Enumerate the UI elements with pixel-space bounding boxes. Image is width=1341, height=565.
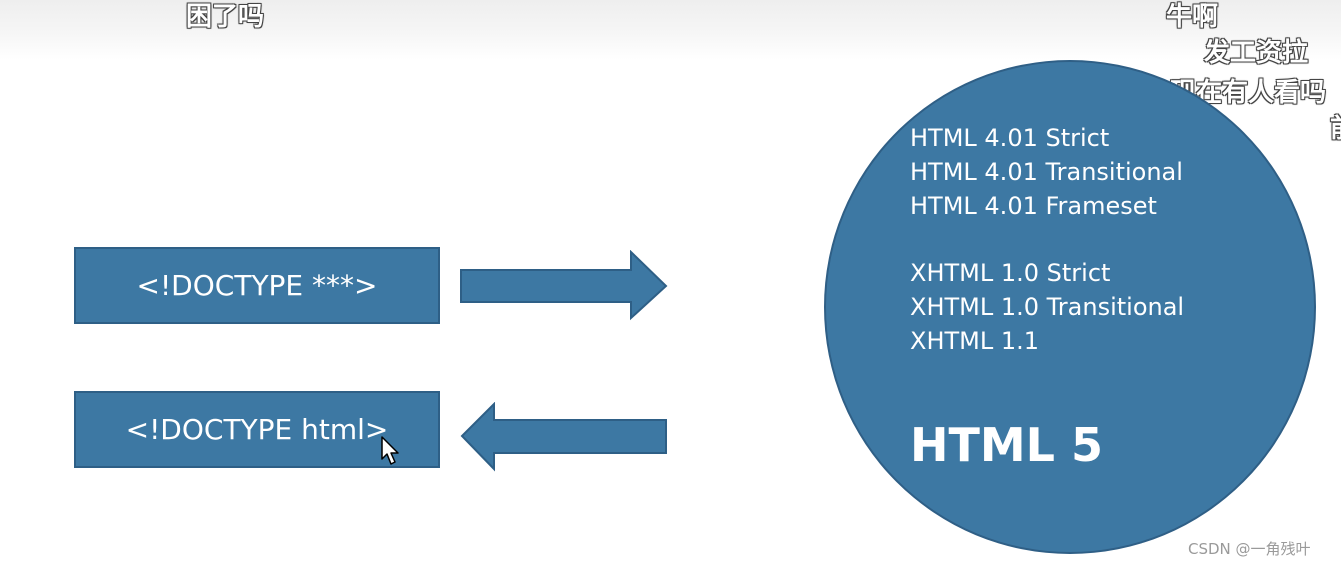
danmaku-comment: 困了吗 (186, 2, 265, 32)
versions-circle (824, 60, 1316, 554)
version-item: XHTML 1.0 Strict (910, 259, 1111, 287)
arrow-left-icon (460, 402, 667, 472)
version-item: HTML 4.01 Frameset (910, 192, 1157, 220)
watermark: CSDN @一角残叶 (1188, 540, 1311, 558)
doctype-html5-box: <!DOCTYPE html> (74, 391, 440, 468)
danmaku-comment: 前 (1330, 116, 1341, 142)
version-item: XHTML 1.0 Transitional (910, 293, 1185, 321)
version-item: XHTML 1.1 (910, 327, 1040, 355)
top-gradient-band (0, 0, 1341, 60)
doctype-old-label: <!DOCTYPE ***> (136, 269, 378, 302)
doctype-html5-label: <!DOCTYPE html> (125, 413, 389, 446)
danmaku-comment: 牛啊 (1166, 2, 1219, 32)
html5-label: HTML 5 (910, 418, 1103, 472)
version-item: HTML 4.01 Strict (910, 124, 1110, 152)
xhtml-version-list: XHTML 1.0 Strict XHTML 1.0 Transitional … (910, 256, 1184, 358)
version-item: HTML 4.01 Transitional (910, 158, 1183, 186)
mouse-pointer-icon (381, 436, 399, 465)
arrow-right-icon (460, 250, 668, 321)
danmaku-comment: 发工资拉 (1204, 38, 1309, 68)
doctype-old-box: <!DOCTYPE ***> (74, 247, 440, 324)
html4-version-list: HTML 4.01 Strict HTML 4.01 Transitional … (910, 121, 1183, 223)
